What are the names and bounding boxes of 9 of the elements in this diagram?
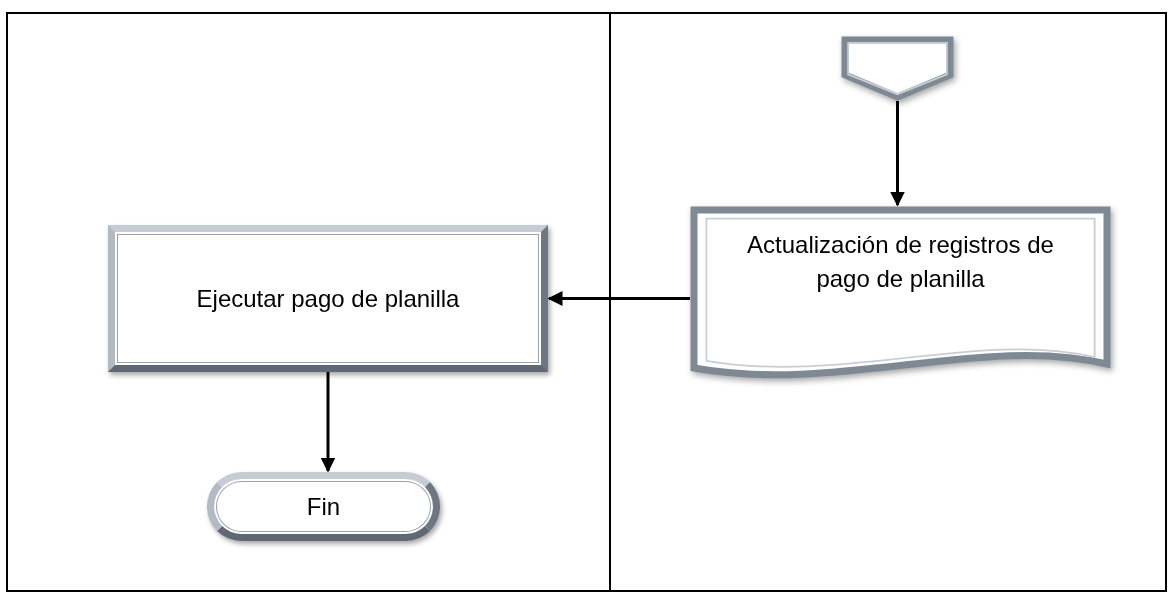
- process-box: [108, 225, 548, 372]
- node-text: Fin: [305, 491, 342, 522]
- arrow: [547, 291, 690, 306]
- terminator-shape: [207, 472, 440, 541]
- arrow: [890, 101, 905, 207]
- node-text: Actualización de registros de pago de planilla: [746, 230, 1055, 294]
- arrow: [320, 372, 336, 473]
- node-text: Ejecutar pago de planilla: [195, 283, 461, 314]
- off-page-connector: [841, 36, 954, 101]
